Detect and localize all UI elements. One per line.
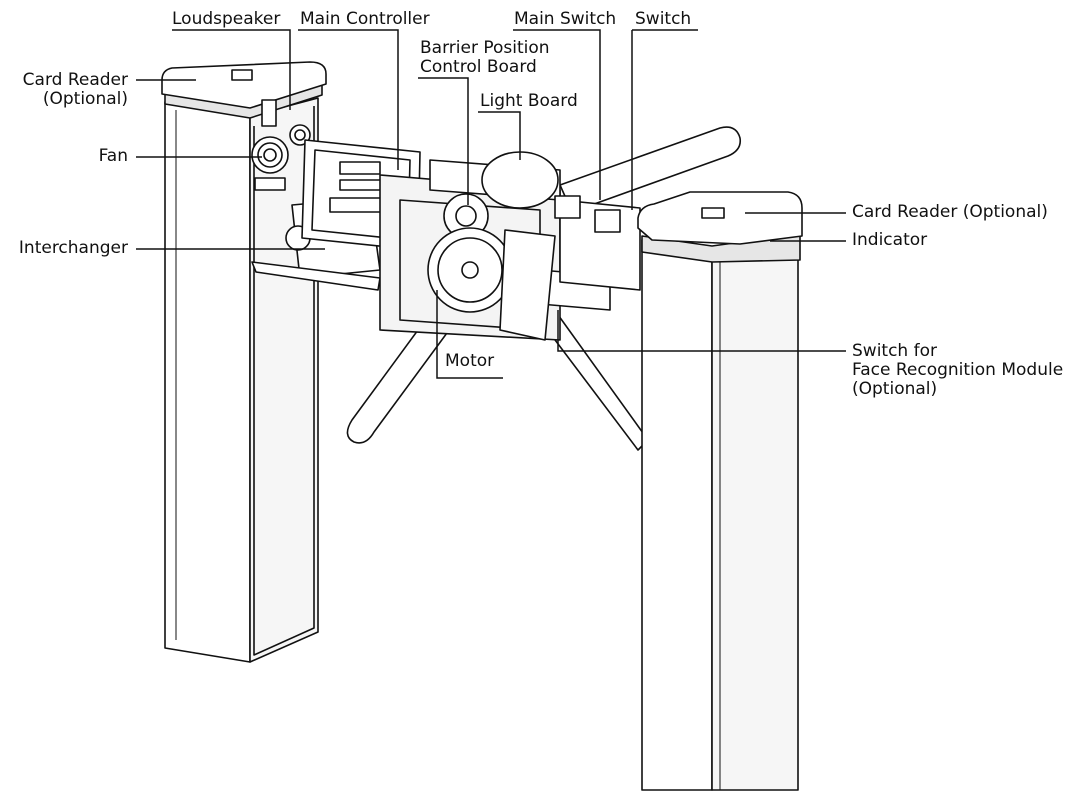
label-switch-face-recognition: Switch for Face Recognition Module (Opti…: [852, 341, 1064, 399]
leader-motor: [436, 290, 503, 379]
barrier-arm-upper: [559, 126, 742, 213]
label-loudspeaker: Loudspeaker: [172, 9, 281, 29]
right-pillar: [637, 191, 803, 791]
loudspeaker-part: [261, 99, 311, 146]
label-interchanger: Interchanger: [18, 238, 128, 258]
label-main-controller: Main Controller: [300, 9, 430, 29]
barrier-arm-lower-left: [346, 299, 459, 444]
motor-part: [427, 227, 513, 313]
leader-light-board: [478, 111, 521, 160]
label-switch: Switch: [635, 9, 692, 29]
label-card-reader-left: Card Reader (Optional): [22, 70, 128, 109]
leader-face-recognition: [557, 310, 846, 352]
label-motor: Motor: [445, 351, 495, 371]
leader-loudspeaker: [172, 29, 291, 110]
leader-main-switch: [513, 29, 601, 200]
label-card-reader-right: Card Reader (Optional): [852, 202, 1048, 222]
fan-grille: [251, 136, 289, 191]
label-indicator: Indicator: [852, 230, 928, 250]
leader-main-controller: [298, 29, 399, 170]
label-light-board: Light Board: [480, 91, 578, 111]
leader-barrier-position: [418, 77, 469, 205]
switch-module: [554, 195, 641, 291]
label-barrier-position-control-board: Barrier Position Control Board: [420, 38, 550, 77]
label-main-switch: Main Switch: [514, 9, 617, 29]
label-fan: Fan: [98, 146, 128, 166]
